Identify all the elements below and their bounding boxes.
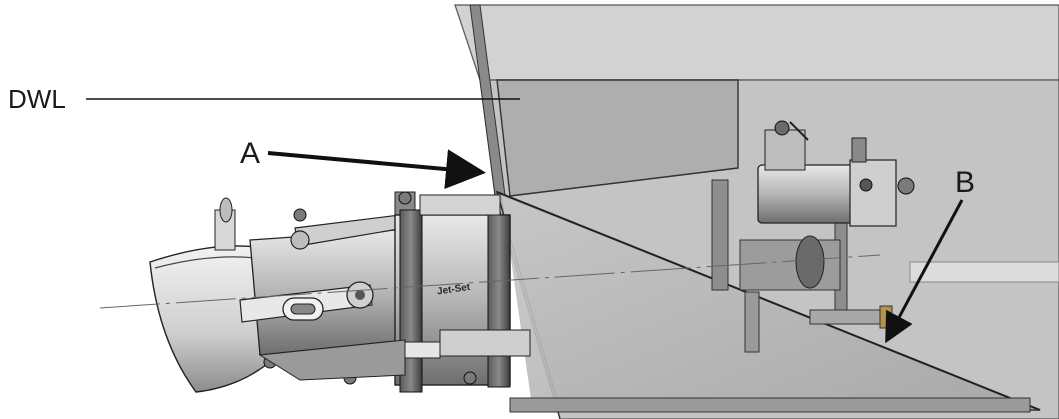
point-a-arrow (267, 149, 486, 190)
point-b-arrow (885, 199, 964, 344)
waterline-label: DWL (8, 84, 66, 114)
hydraulic-cylinder (757, 164, 857, 224)
waterjet-unit: Jet-Set (149, 191, 531, 393)
point-b-label: B (955, 166, 975, 199)
drive-mechanism (711, 120, 915, 353)
hull-deck (454, 4, 1059, 81)
hull (454, 4, 1059, 419)
base-rail (509, 397, 1031, 413)
annotations: DWL A B (8, 84, 975, 344)
point-a-label: A (240, 137, 260, 170)
housing-badge: Jet-Set (436, 282, 471, 298)
shaft-centerline (99, 254, 881, 309)
